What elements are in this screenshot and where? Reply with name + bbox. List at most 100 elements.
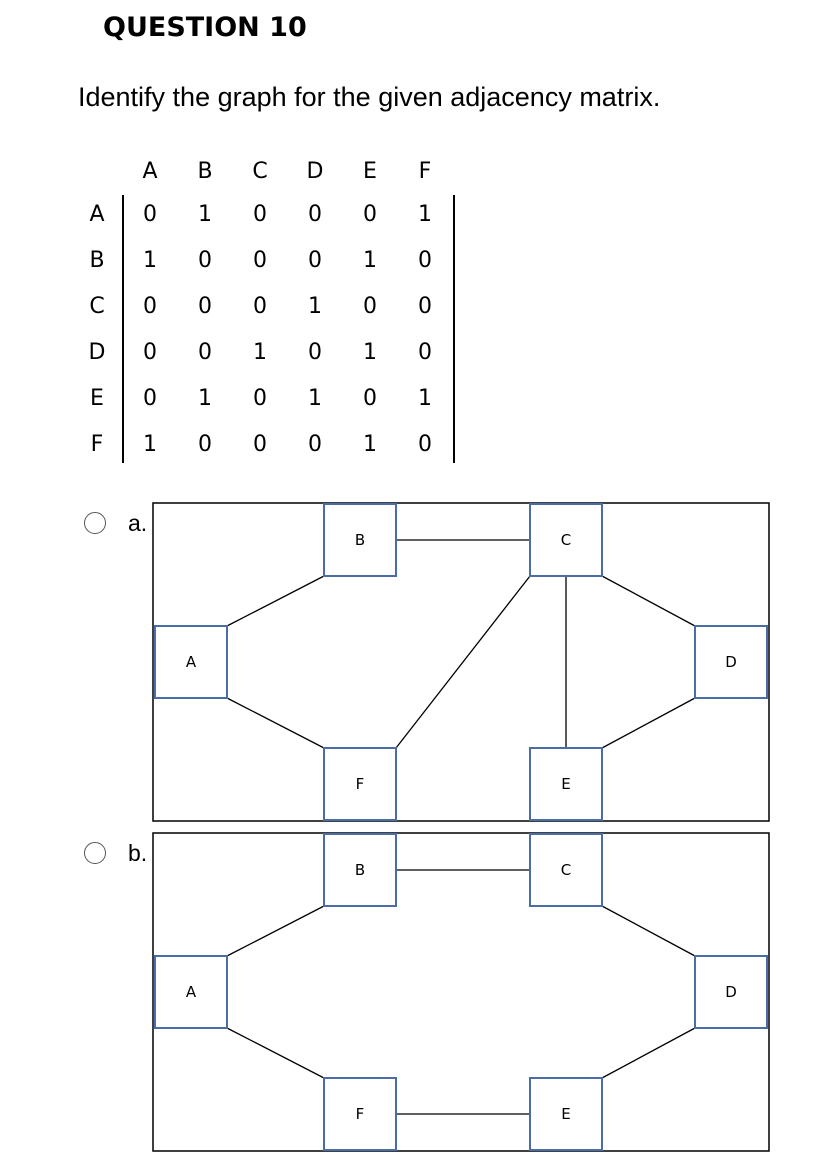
matrix-cell: 1	[363, 340, 377, 365]
matrix-col-header: E	[363, 159, 377, 184]
matrix-col-header: D	[306, 159, 324, 184]
graph-node: E	[529, 747, 603, 821]
graph-edge	[601, 575, 696, 627]
graph-node: A	[154, 625, 228, 699]
matrix-cell: 0	[253, 248, 267, 273]
graph-node-box	[323, 503, 397, 577]
matrix-cell: 0	[253, 432, 267, 457]
matrix-cell: 1	[198, 386, 212, 411]
graph-frame	[152, 502, 770, 822]
graph-node-label: A	[186, 653, 197, 671]
matrix-cell: 0	[418, 294, 432, 319]
matrix-right-bracket	[453, 195, 455, 463]
graph-node-label: A	[186, 983, 197, 1001]
matrix-cell: 0	[198, 248, 212, 273]
matrix-cell: 1	[363, 248, 377, 273]
graph-node-label: B	[355, 861, 365, 879]
option-a-label: a.	[128, 510, 148, 536]
option-b-label: b.	[128, 840, 148, 866]
graph-node: C	[529, 833, 603, 907]
graph-edge	[226, 697, 325, 749]
matrix-cell: 0	[418, 340, 432, 365]
graph-node-label: D	[725, 653, 737, 671]
graph-node-label: E	[561, 1105, 570, 1123]
graph-node-box	[529, 1077, 603, 1151]
matrix-cell: 0	[198, 294, 212, 319]
graph-frame	[152, 832, 770, 1152]
matrix-cell: 1	[418, 202, 432, 227]
graph-node: A	[154, 955, 228, 1029]
matrix-cell: 1	[308, 386, 322, 411]
matrix-cell: 0	[143, 340, 157, 365]
graph-node-label: C	[561, 531, 571, 549]
matrix-cell: 1	[143, 248, 157, 273]
matrix-cell: 0	[253, 386, 267, 411]
graph-node-box	[529, 747, 603, 821]
matrix-cell: 0	[363, 202, 377, 227]
graph-edge	[226, 905, 325, 957]
matrix-col-header: A	[142, 159, 158, 184]
graph-edge	[601, 905, 696, 957]
graph-edge	[601, 697, 696, 749]
matrix-row-header: B	[89, 248, 105, 273]
matrix-cell: 0	[308, 248, 322, 273]
matrix-cell: 0	[308, 202, 322, 227]
matrix-col-header: B	[197, 159, 213, 184]
matrix-cell: 0	[308, 340, 322, 365]
matrix-cell: 1	[308, 294, 322, 319]
graph-node-label: F	[356, 1105, 365, 1123]
graph-node: C	[529, 503, 603, 577]
graph-node-label: B	[355, 531, 365, 549]
matrix-cell: 0	[143, 386, 157, 411]
graph-node-label: E	[561, 775, 570, 793]
matrix-cell: 0	[143, 202, 157, 227]
graph-node-box	[323, 1077, 397, 1151]
matrix-row-header: A	[89, 202, 105, 227]
matrix-cell: 0	[418, 248, 432, 273]
graph-edge	[226, 1027, 325, 1079]
graph-node: F	[323, 1077, 397, 1151]
matrix-cell: 0	[418, 432, 432, 457]
matrix-cell: 0	[198, 340, 212, 365]
matrix-col-header: C	[252, 159, 268, 184]
matrix-cell: 1	[198, 202, 212, 227]
matrix-cell: 1	[363, 432, 377, 457]
graph-node-box	[694, 955, 768, 1029]
matrix-cell: 1	[418, 386, 432, 411]
graph-node: E	[529, 1077, 603, 1151]
question-text: Identify the graph for the given adjacen…	[78, 82, 661, 112]
graph-edge	[226, 575, 325, 627]
matrix-cell: 1	[143, 432, 157, 457]
graph-node-box	[154, 625, 228, 699]
graph-edge	[395, 575, 531, 749]
graph-node-box	[529, 833, 603, 907]
option-a-graph: B C A D F E	[152, 502, 770, 822]
matrix-cell: 0	[363, 294, 377, 319]
option-b-radio[interactable]	[84, 842, 106, 864]
graph-node: B	[323, 833, 397, 907]
option-a-radio[interactable]	[84, 512, 106, 534]
matrix-row-header: C	[89, 294, 105, 319]
graph-node-label: C	[561, 861, 571, 879]
graph-edge	[601, 1027, 696, 1079]
option-b-graph: B C A D F E	[152, 832, 770, 1152]
graph-node: D	[694, 625, 768, 699]
matrix-cell: 0	[308, 432, 322, 457]
graph-node-box	[323, 747, 397, 821]
graph-node-box	[529, 503, 603, 577]
matrix-cell: 0	[253, 294, 267, 319]
matrix-cell: 0	[198, 432, 212, 457]
graph-node: D	[694, 955, 768, 1029]
matrix-cell: 0	[143, 294, 157, 319]
graph-node-label: F	[356, 775, 365, 793]
matrix-left-bracket	[122, 195, 124, 463]
graph-node: B	[323, 503, 397, 577]
graph-node-label: D	[725, 983, 737, 1001]
matrix-cell: 0	[253, 202, 267, 227]
matrix-col-header: F	[418, 159, 432, 184]
graph-node: F	[323, 747, 397, 821]
graph-node-box	[694, 625, 768, 699]
matrix-cell: 0	[363, 386, 377, 411]
matrix-row-header: E	[90, 386, 104, 411]
